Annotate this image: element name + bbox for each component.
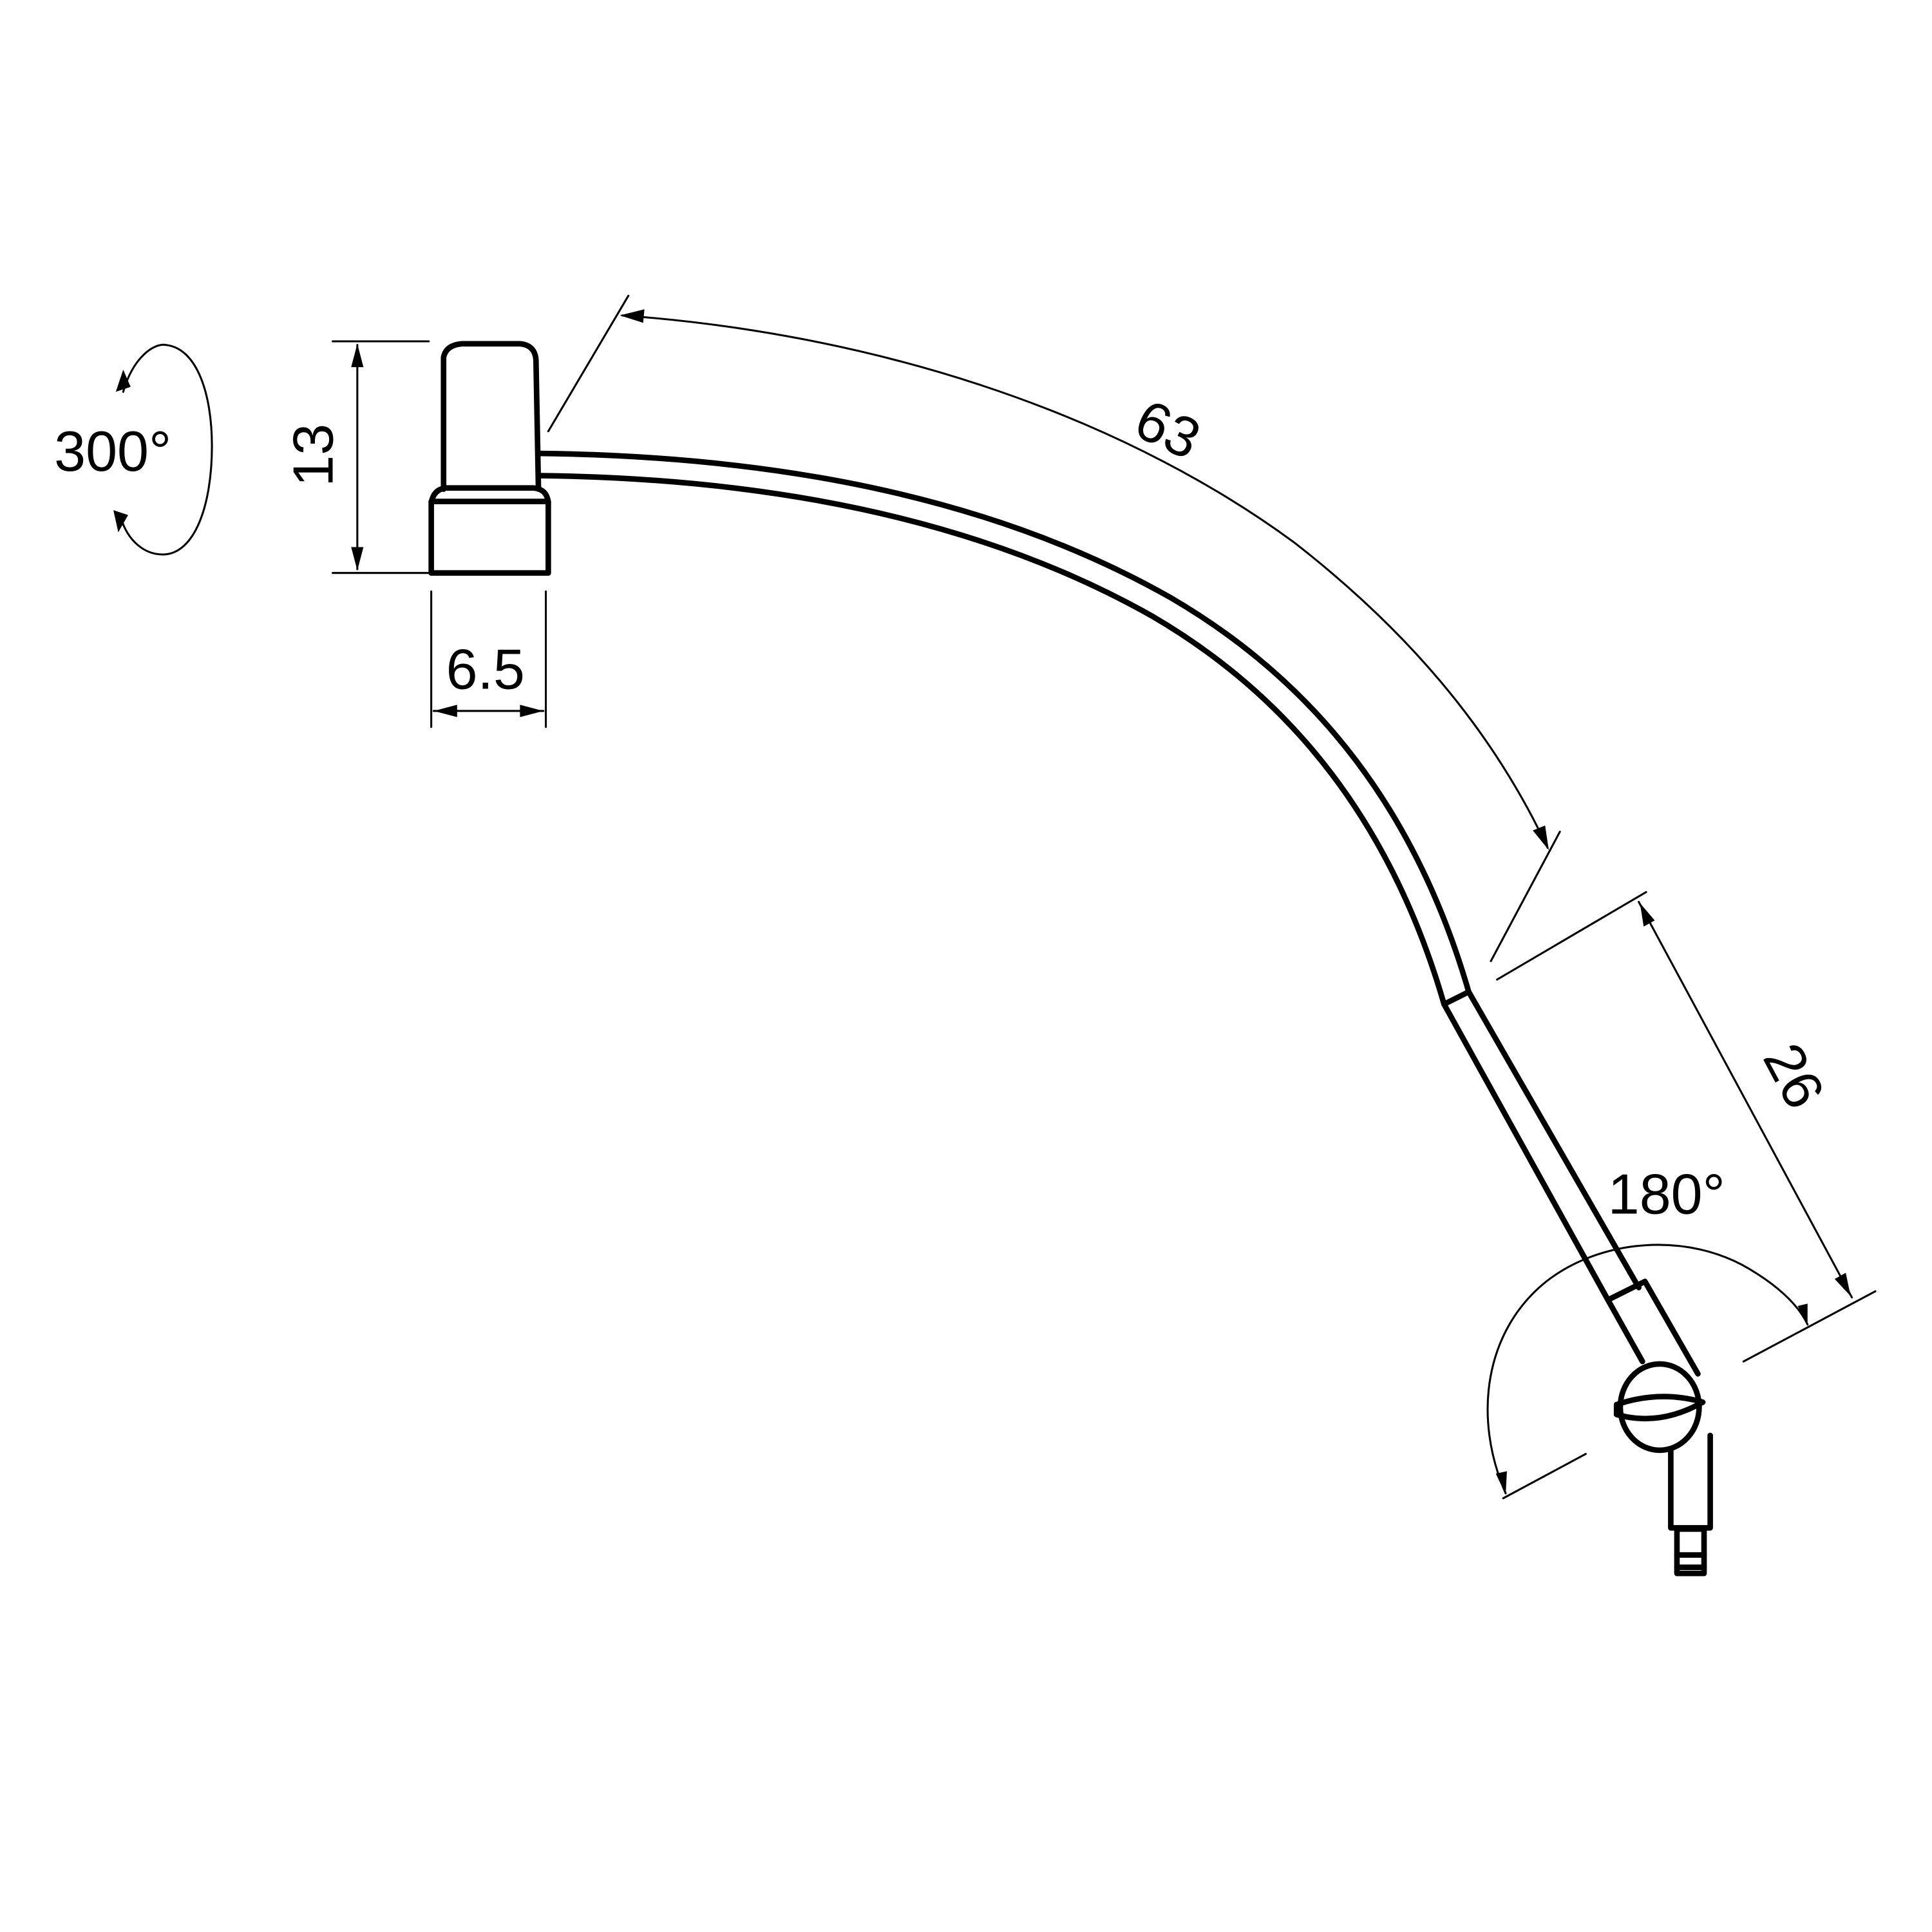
connector-plug bbox=[1674, 1526, 1707, 1577]
swivel-assembly bbox=[1605, 1278, 1713, 1577]
height-13-label: 13 bbox=[281, 424, 345, 487]
height-13-dimension: 13 bbox=[281, 340, 430, 574]
base-cap bbox=[440, 341, 542, 492]
rotation-ellipse-arc bbox=[119, 343, 213, 556]
arc-length-63-label: 63 bbox=[1126, 387, 1210, 471]
rotation-300-indicator: 300° bbox=[54, 343, 213, 556]
rotation-300-label: 300° bbox=[54, 419, 171, 483]
dim-arrow-up-icon bbox=[351, 343, 364, 368]
curved-arm bbox=[535, 450, 1472, 1007]
dim-arrow-left-icon bbox=[433, 705, 457, 717]
length-26-label: 26 bbox=[1751, 1033, 1837, 1119]
dim-arrow-down-icon bbox=[1834, 1273, 1851, 1296]
rotation-180-dimension: 180° bbox=[1486, 1162, 1809, 1500]
width-6-5-dimension: 6.5 bbox=[430, 590, 547, 728]
arm-outer-edge bbox=[535, 450, 1472, 995]
end-stem bbox=[1668, 1432, 1713, 1531]
rotation-180-label: 180° bbox=[1608, 1162, 1725, 1226]
arc-length-63-dimension: 63 bbox=[547, 294, 1561, 962]
base-collar-ring bbox=[428, 485, 551, 506]
dim-arrow-start-icon bbox=[620, 309, 645, 323]
dim-arrow-left-icon bbox=[1495, 1471, 1507, 1495]
arm-inner-edge bbox=[535, 473, 1447, 1007]
joint-collar bbox=[1605, 1278, 1701, 1377]
lower-straight-arm bbox=[1441, 989, 1642, 1303]
length-26-dimension: 26 bbox=[1496, 891, 1877, 1363]
rotation-arrow-top-icon bbox=[115, 369, 131, 392]
dim-arrow-up-icon bbox=[1640, 903, 1655, 927]
dim-arrow-end-icon bbox=[1533, 825, 1549, 851]
ball-band bbox=[1613, 1394, 1706, 1422]
dim-arrow-right-icon bbox=[1797, 1303, 1808, 1326]
base-collar bbox=[428, 498, 551, 576]
dim-arrow-right-icon bbox=[520, 705, 544, 717]
dim-arrow-down-icon bbox=[351, 547, 364, 571]
lamp-base bbox=[428, 341, 551, 576]
width-6-5-label: 6.5 bbox=[446, 638, 525, 701]
arm-segment-joint bbox=[1441, 989, 1472, 1007]
